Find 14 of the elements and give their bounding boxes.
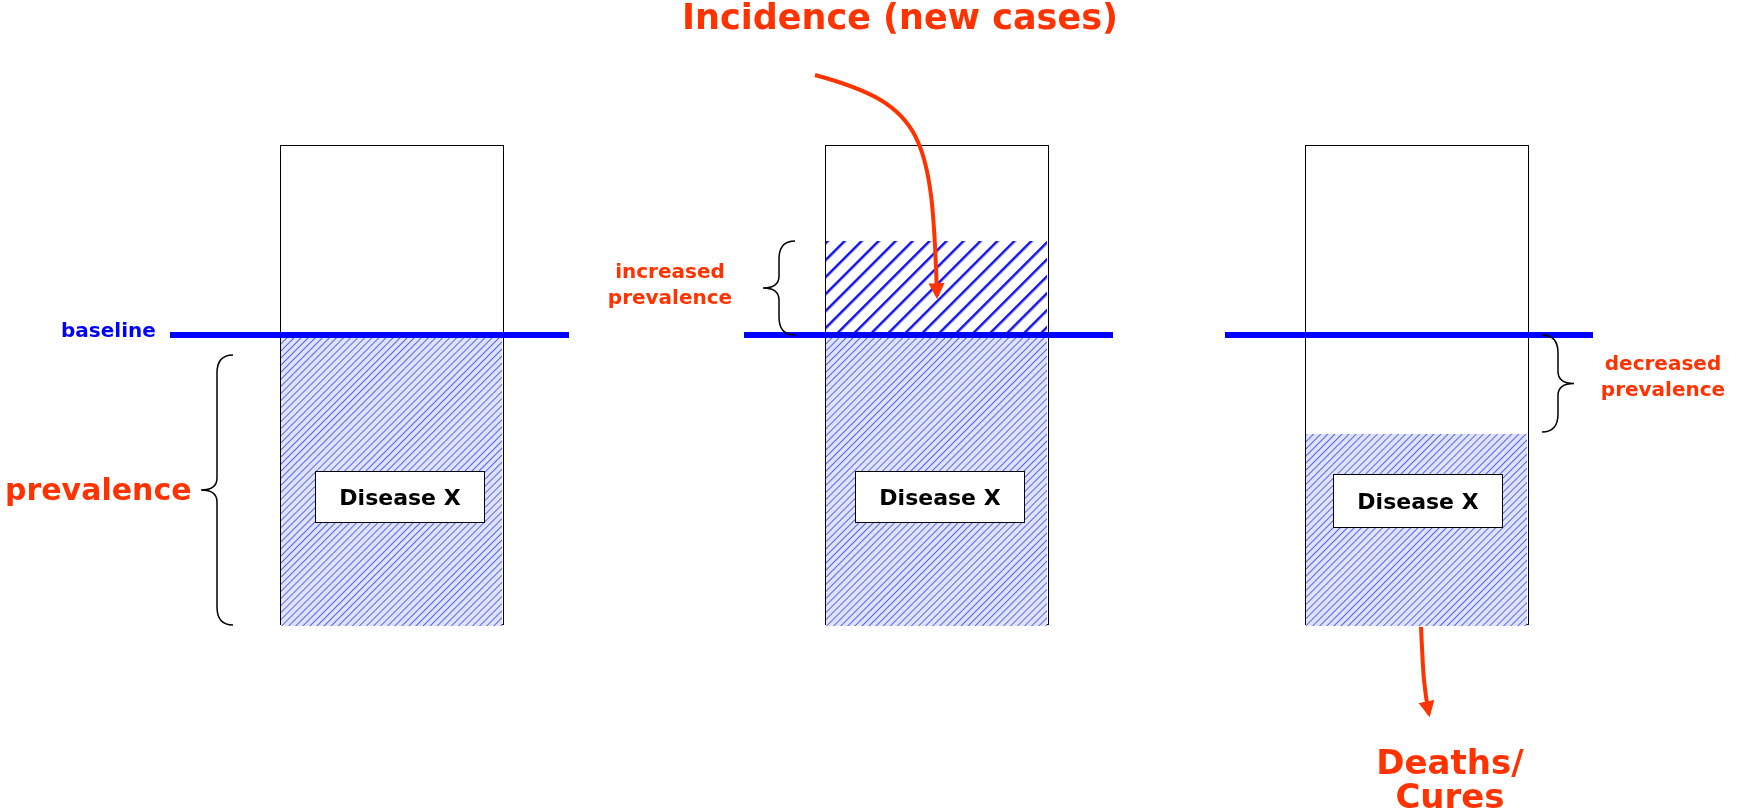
disease-label-box: Disease X [1333, 474, 1503, 528]
disease-label-box: Disease X [315, 471, 485, 523]
flow-label: Incidence (new cases) [680, 0, 1120, 60]
annotation-label: baseline [61, 317, 157, 343]
arrow [1418, 626, 1435, 718]
container-box [280, 145, 504, 625]
disease-label-box: Disease X [855, 471, 1025, 523]
annotation-label: prevalence [5, 471, 193, 509]
container-box [1305, 145, 1529, 625]
arrow [814, 73, 945, 300]
container-box [825, 145, 1049, 625]
annotation-label: decreased prevalence [1599, 350, 1727, 402]
flow-label: Deaths/ Cures [1320, 745, 1580, 812]
annotation-label: increased prevalence [606, 258, 734, 310]
